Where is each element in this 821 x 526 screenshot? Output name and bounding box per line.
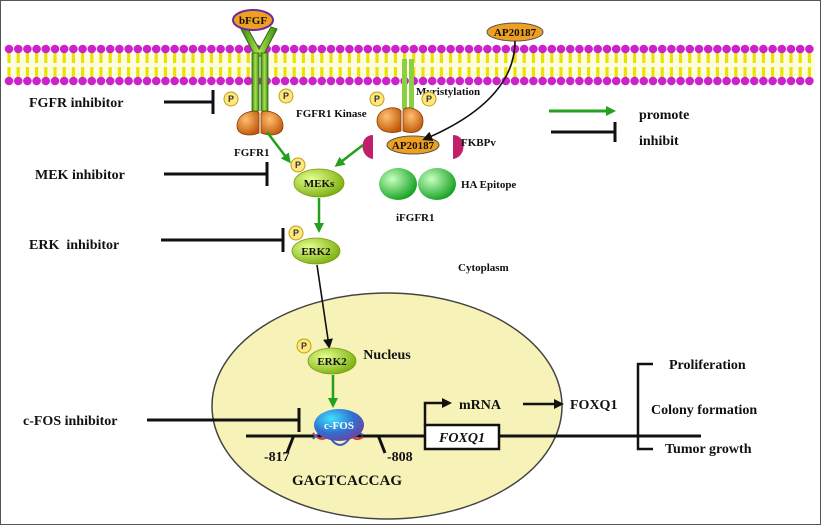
legend-promote-label: promote — [639, 108, 689, 123]
mek-node: MEKs — [293, 168, 345, 198]
foxq1-gene-box — [423, 423, 501, 451]
arrow-fgfr1-to-mek — [266, 131, 291, 164]
svg-text:P: P — [426, 94, 432, 104]
ap20187-bound: AP20187 — [386, 135, 440, 155]
fkbpv-label: FKBPv — [461, 137, 496, 149]
foxq1-gene-label: FOXQ1 — [438, 431, 485, 446]
fgfr-inhibitor-label: FGFR inhibitor — [29, 96, 124, 111]
ifgfr1-label: iFGFR1 — [396, 212, 435, 224]
ifgfr1-kinase-domain — [376, 107, 424, 133]
legend-inhibit-label: inhibit — [639, 134, 679, 149]
cytoplasm-label: Cytoplasm — [458, 262, 509, 274]
position-808-label: -808 — [387, 450, 413, 465]
transcription-start-arrow — [423, 398, 452, 425]
mek-inhibitor-label: MEK inhibitor — [35, 168, 125, 183]
svg-text:ERK2: ERK2 — [317, 356, 347, 368]
ifgfr1-myristylation-anchor — [402, 59, 414, 109]
svg-text:P: P — [295, 160, 301, 170]
binding-site-left-bracket — [285, 434, 296, 454]
svg-text:AP20187: AP20187 — [494, 27, 537, 39]
svg-text:P: P — [283, 91, 289, 101]
outcome-proliferation: Proliferation — [669, 358, 746, 373]
erk2-cytoplasm-node: ERK2 — [291, 237, 341, 265]
ap20187-ligand: AP20187 — [486, 22, 544, 42]
svg-text:c-FOS: c-FOS — [324, 420, 354, 432]
phospho-fgfr1-right: P — [278, 88, 294, 104]
bfgf-ligand: bFGF — [232, 9, 274, 31]
position-817-label: -817 — [264, 450, 290, 465]
cfos-node: c-FOS — [314, 409, 364, 441]
erk-inhibitor-label: ERK inhibitor — [29, 238, 119, 253]
fgfr1-kinase-label: FGFR1 Kinase — [296, 108, 367, 120]
mrna-label: mRNA — [459, 398, 502, 413]
erk2-nucleus-node: ERK2 — [307, 347, 357, 375]
mek-inhibition-bar — [164, 162, 269, 186]
outcome-tumor-growth: Tumor growth — [665, 442, 752, 457]
svg-text:P: P — [301, 341, 307, 351]
phospho-erk2-cytoplasm: P — [288, 225, 304, 241]
binding-site-right-bracket — [376, 434, 387, 454]
phospho-ifgfr1-left: P — [369, 91, 385, 107]
outcome-colony-formation: Colony formation — [651, 403, 757, 418]
svg-text:P: P — [228, 94, 234, 104]
erk-inhibition-bar — [161, 228, 285, 252]
svg-text:MEKs: MEKs — [304, 178, 335, 190]
binding-motif-sequence: GAGTCACCAG — [292, 473, 402, 489]
ha-epitope — [379, 168, 456, 200]
legend-inhibit-bar — [551, 122, 617, 142]
cfos-inhibitor-label: c-FOS inhibitor — [23, 414, 118, 429]
cfos-inhibition-bar — [147, 408, 301, 432]
phospho-ifgfr1-right: P — [421, 91, 437, 107]
phospho-mek: P — [290, 157, 306, 173]
outcome-bracket — [636, 362, 653, 451]
svg-text:AP20187: AP20187 — [392, 140, 435, 152]
svg-text:P: P — [374, 94, 380, 104]
fgfr1-label: FGFR1 — [234, 147, 269, 159]
fgfr1-kinase-domain — [236, 110, 284, 136]
phospho-erk2-nucleus: P — [296, 338, 312, 354]
legend: promote inhibit — [549, 106, 689, 149]
phospho-fgfr1-left: P — [223, 91, 239, 107]
bfgf-label: bFGF — [239, 15, 267, 27]
svg-text:P: P — [293, 228, 299, 238]
arrow-erk2-translocation — [316, 264, 333, 349]
foxq1-protein-label: FOXQ1 — [570, 398, 617, 413]
svg-text:ERK2: ERK2 — [301, 246, 331, 258]
arrow-ifgfr1-to-mek — [334, 144, 364, 167]
cell-membrane — [4, 44, 815, 86]
nucleus-label: Nucleus — [363, 348, 411, 363]
ap20187-binding-arrow — [422, 40, 516, 141]
ha-epitope-label: HA Epitope — [461, 179, 516, 191]
fkbpv-domain — [362, 135, 464, 159]
fgfr-inhibition-bar — [164, 90, 215, 114]
